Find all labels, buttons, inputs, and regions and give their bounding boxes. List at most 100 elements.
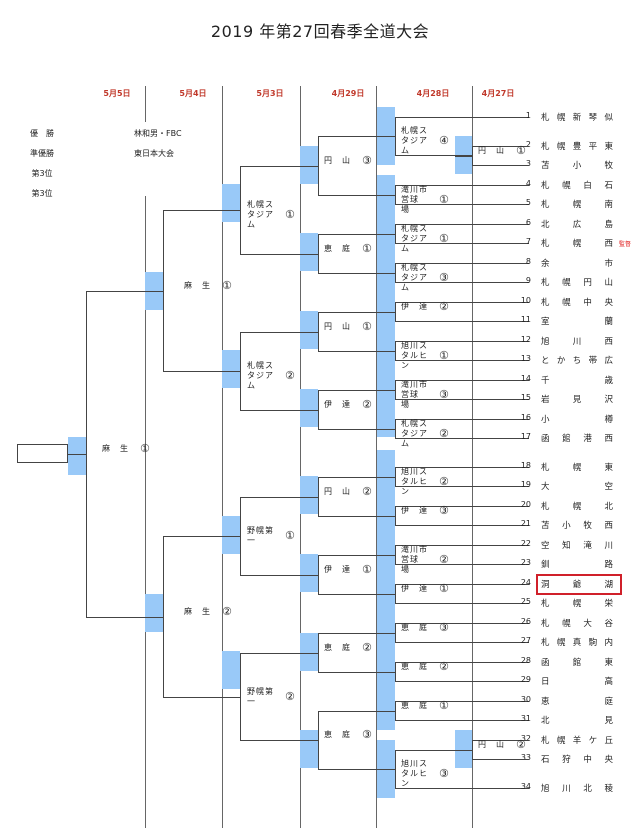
team-number: 2 [525,140,531,149]
bracket-line [163,536,223,537]
team-number: 33 [520,753,531,762]
venue-label: 札幌スタジアム ③ [401,263,449,293]
date-apr28: 4月28日 [416,89,450,98]
bracket-line [395,419,473,420]
bracket-line [300,497,319,498]
award-label-third-1: 第3位 [31,169,53,178]
team-name: 室蘭 [541,317,613,327]
team-number: 10 [520,296,531,305]
team-name: 恵庭 [541,697,613,707]
bracket-line [240,332,301,333]
game-number: ① [285,529,295,542]
bracket-line [472,165,529,166]
bracket-line [395,224,473,225]
bracket-line [240,166,301,167]
team-name: 大空 [541,482,613,492]
game-number: ③ [439,271,449,284]
team-number: 15 [520,393,531,402]
winner-highlight [222,184,240,222]
bracket-line [395,642,473,643]
game-number: ③ [362,154,372,167]
bracket-line [222,536,241,537]
venue-name: 滝川市営球 場 [401,380,428,409]
team-number: 29 [520,675,531,684]
bracket-line [376,351,396,352]
winner-highlight [377,450,395,730]
bracket-line [318,711,377,712]
date-apr27: 4月27日 [481,89,515,98]
bracket-line [395,321,473,322]
venue-name: 円 山 [324,487,351,496]
date-apr29: 4月29日 [331,89,365,98]
bracket-line [395,506,473,507]
team-name: 札幌中央 [541,298,613,308]
team-name: 札幌東 [541,463,613,473]
venue-name: 札幌スタジアム [247,200,274,229]
bracket-line [376,769,396,770]
team-name: 札幌羊ケ丘 [541,736,613,746]
team-name: 旭川西 [541,337,613,347]
bracket-line [472,146,529,147]
team-number: 24 [520,578,531,587]
bracket-line [300,410,319,411]
venue-name: 麻 生 [184,281,211,290]
bracket-line [318,312,377,313]
bracket-line [300,332,319,333]
bracket-line [376,516,396,517]
bracket-line [86,291,146,292]
venue-name: 伊 達 [401,506,428,515]
venue-name: 伊 達 [324,400,351,409]
venue-name: 札幌スタジアム [401,263,428,292]
bracket-line [376,136,396,137]
bracket-line [318,477,377,478]
team-name: 札幌栄 [541,599,613,609]
venue-name: 野幌第一 [247,526,274,545]
winner-highlight [377,175,395,437]
bracket-line [395,117,473,118]
team-name: 札幌真駒内 [541,638,613,648]
game-number: ② [439,300,449,313]
bracket-line [240,497,301,498]
game-number: ① [140,442,150,455]
team-number: 4 [525,179,531,188]
bracket-line [222,371,241,372]
team-name: 岩見沢 [541,395,613,405]
bracket-line [300,166,319,167]
game-number: ① [439,699,449,712]
award-label-runner-up: 準優勝 [30,149,54,158]
venue-label: 旭川スタルヒン① [401,341,449,371]
venue-label: 滝川市営球 場③ [401,380,449,410]
venue-name: 恵 庭 [401,623,428,632]
bracket-line [68,454,87,455]
venue-label: 野幌第一 ① [247,526,295,546]
bracket-line [395,204,473,205]
bracket-line [163,210,223,211]
bracket-line [395,720,473,721]
bracket-line [395,380,473,381]
bracket-line [376,672,396,673]
venue-name: 恵 庭 [324,244,351,253]
bracket-line [145,291,164,292]
winner-highlight [68,437,86,475]
bracket-line [395,788,473,789]
bracket-line [240,653,301,654]
venue-name: 滝川市営球 場 [401,545,428,574]
champion-box [17,444,68,463]
bracket-line [318,351,377,352]
team-number: 22 [520,539,531,548]
team-name: 札幌新琴似 [541,113,613,123]
bracket-line [240,410,301,411]
winner-highlight [222,516,240,554]
game-number: ② [439,475,449,488]
game-number: ③ [439,504,449,517]
game-number: ① [285,208,295,221]
game-number: ③ [439,621,449,634]
bracket-line [395,525,473,526]
